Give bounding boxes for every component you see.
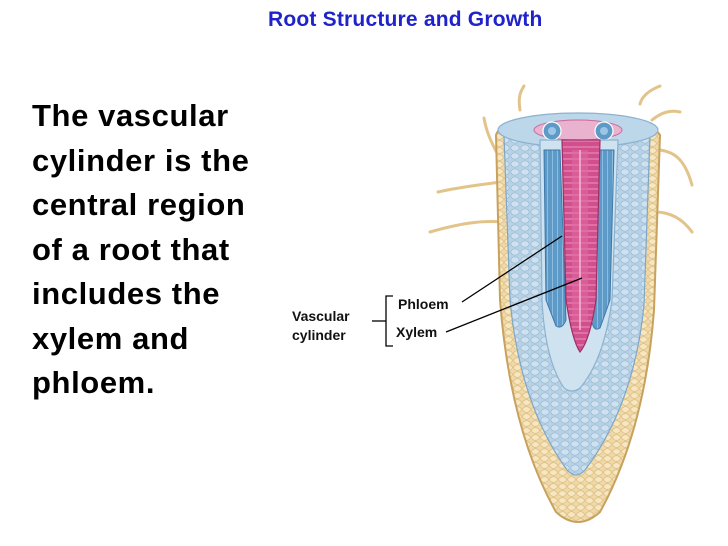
body-line: phloem. [32,365,156,400]
body-line: central region [32,187,246,222]
group-bracket [385,295,393,347]
slide-body-text: The vascular cylinder is the central reg… [32,94,312,406]
label-line: cylinder [292,327,346,343]
xylem-label: Xylem [396,324,438,340]
phloem-label: Phloem [398,296,449,312]
slide-title: Root Structure and Growth [268,8,543,31]
body-line: of a root that [32,231,230,267]
body-line: includes the [32,276,221,311]
vascular-cylinder-label: Vascular cylinder [292,307,350,345]
root-hairs [428,84,694,234]
body-line: cylinder is the [32,142,250,178]
phloem-strand [543,149,567,328]
label-line: Vascular [292,308,350,324]
body-line: xylem and [32,320,190,356]
phloem-leader [461,235,563,303]
body-line: The vascular [32,98,229,133]
xylem-leader [445,277,583,333]
